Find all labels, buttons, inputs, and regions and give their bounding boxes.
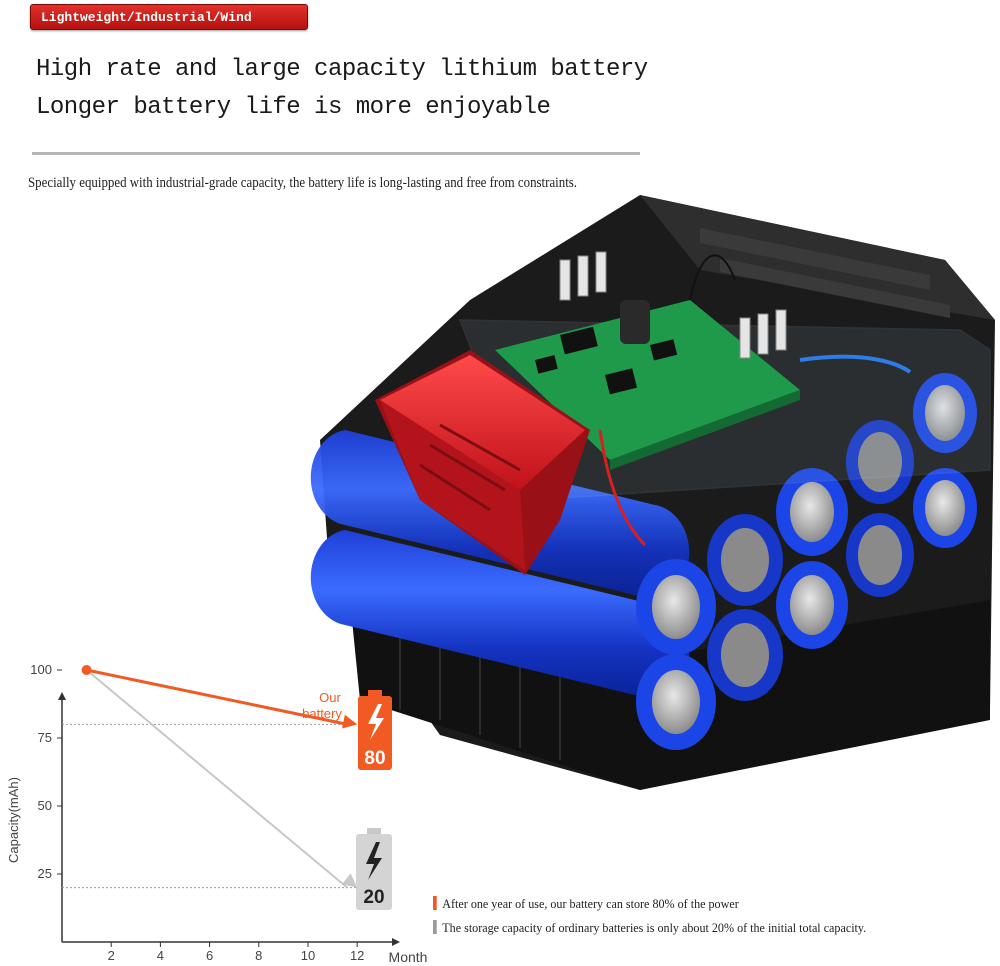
note-ours-marker — [433, 896, 437, 910]
ordinary-battery-value: 20 — [363, 887, 384, 908]
series-arrow-0 — [342, 714, 358, 729]
y-tick-label: 25 — [38, 866, 52, 881]
divider — [32, 152, 640, 155]
our-battery-value: 80 — [364, 748, 385, 769]
category-badge: Lightweight/Industrial/Wind — [30, 4, 308, 30]
lightning-icon — [368, 704, 384, 740]
y-axis-arrow — [58, 692, 66, 700]
x-tick-label: 12 — [350, 948, 364, 963]
our-battery-callout: Our battery 80 — [302, 690, 392, 770]
note-ours: After one year of use, our battery can s… — [433, 896, 739, 912]
note-ordinary: The storage capacity of ordinary batteri… — [433, 920, 866, 936]
y-axis-label: Capacity(mAh) — [6, 777, 21, 863]
subtitle: Specially equipped with industrial-grade… — [28, 175, 578, 191]
note-ours-text: After one year of use, our battery can s… — [442, 896, 739, 911]
note-ordinary-marker — [433, 920, 437, 934]
y-tick-label: 75 — [38, 730, 52, 745]
x-tick-label: 10 — [301, 948, 315, 963]
our-battery-label-2: battery — [302, 706, 342, 721]
x-tick-label: 6 — [206, 948, 213, 963]
x-tick-label: 8 — [255, 948, 262, 963]
x-tick-label: 2 — [108, 948, 115, 963]
capacity-chart: 2 4 6 8 10 12 25 50 75 100 Capacity(mAh) Month — [6, 662, 428, 965]
note-ordinary-text: The storage capacity of ordinary batteri… — [442, 920, 867, 935]
lightning-icon-dark — [366, 842, 382, 880]
x-axis-label: Month — [389, 949, 428, 965]
battery-icon-gray — [356, 834, 392, 910]
battery-icon-orange — [358, 696, 392, 770]
headline-line-2: Longer battery life is more enjoyable — [36, 94, 551, 121]
series-line-1 — [85, 669, 348, 889]
y-tick-label: 100 — [30, 662, 52, 677]
series-arrow-1 — [341, 873, 358, 888]
x-tick-label: 4 — [157, 948, 164, 963]
series-line-0 — [86, 668, 348, 726]
ordinary-battery-callout: 20 — [356, 828, 392, 910]
y-tick-label: 50 — [38, 798, 52, 813]
x-axis-arrow — [392, 938, 400, 946]
start-point — [81, 665, 92, 675]
headline-line-1: High rate and large capacity lithium bat… — [36, 56, 648, 83]
our-battery-label-1: Our — [319, 690, 341, 705]
